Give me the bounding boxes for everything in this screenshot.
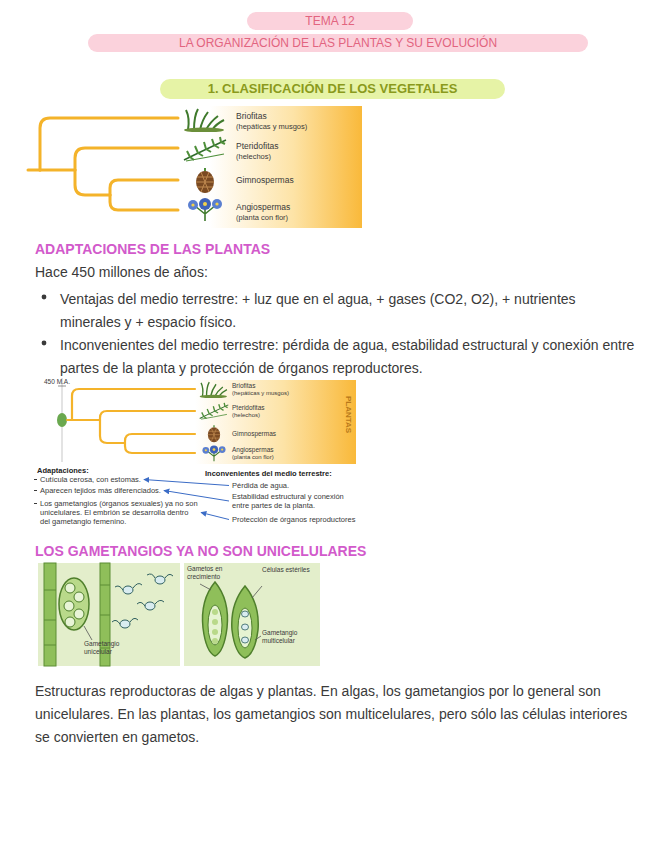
adaptation-item: Los gametangios (órganos sexuales) ya no… — [40, 499, 198, 526]
node-text: Aparecen tejidos más diferenciados. — [40, 486, 161, 495]
body-paragraph: Estructuras reproductoras de algas y pla… — [35, 680, 635, 749]
taxon-name: Gimnospermas — [232, 430, 276, 438]
bullet — [42, 295, 47, 300]
taxon-name: Gimnospermas — [236, 175, 294, 185]
node-text: TEMA 12 — [255, 14, 405, 28]
adaptation-item: Cutícula cerosa, con estomas. — [40, 475, 141, 484]
figure-label: Gametangio unicelular — [84, 640, 132, 656]
adaptation-item: Aparecen tejidos más diferenciados. — [40, 486, 161, 495]
section-pill: 1. CLASIFICACIÓN DE LOS VEGETALES — [160, 79, 505, 99]
node-text: Los gametangios (órganos sexuales) ya no… — [40, 499, 198, 526]
node-text: Pérdida de agua. — [232, 481, 289, 490]
taxon-name: Briofitas — [232, 382, 255, 390]
topic-pill: TEMA 12 — [247, 12, 413, 30]
taxon-name: Briofitas — [236, 111, 267, 121]
node-text: Protección de órganos reproductores — [232, 515, 355, 524]
taxon-note: (helechos) — [236, 152, 271, 161]
node-text: 1. CLASIFICACIÓN DE LOS VEGETALES — [168, 81, 497, 97]
title-pill: LA ORGANIZACIÓN DE LAS PLANTAS Y SU EVOL… — [88, 34, 588, 52]
taxon-note: (planta con flor) — [236, 213, 288, 222]
node-text: LA ORGANIZACIÓN DE LAS PLANTAS Y SU EVOL… — [96, 36, 580, 50]
section-heading: ADAPTACIONES DE LAS PLANTAS — [35, 241, 270, 258]
gametangia-illustration — [38, 563, 320, 666]
drawback-item: Pérdida de agua. — [232, 481, 289, 490]
arrow-connector — [144, 480, 229, 486]
drawback-item: Protección de órganos reproductores — [232, 515, 355, 524]
taxon-note: (hepáticas y musgos) — [232, 390, 289, 397]
list-heading: Adaptaciones: — [37, 466, 89, 475]
time-label: 450 M.A. — [44, 378, 70, 386]
list-heading: Inconvenientes del medio terrestre: — [205, 469, 332, 478]
cladogram-adaptations — [57, 378, 356, 464]
bullet-text: Ventajas del medio terrestre: + luz que … — [60, 288, 635, 334]
section-heading: LOS GAMETANGIOS YA NO SON UNICELULARES — [35, 543, 366, 560]
figure-label: Gametangio multicelular — [262, 629, 316, 645]
node-text: Cutícula cerosa, con estomas. — [40, 475, 141, 484]
arrow-connector — [201, 513, 229, 520]
group-label: PLANTAS — [343, 396, 353, 433]
taxon-name: Pteridofitas — [236, 141, 279, 151]
taxon-name: Angiospermas — [236, 202, 290, 212]
taxon-note: (helechos) — [232, 412, 260, 419]
taxon-note: (planta con flor) — [232, 454, 274, 461]
cladogram — [28, 106, 362, 228]
figure-label: Gametos en crecimiento — [187, 565, 235, 581]
drawback-item: Estabilidad estructural y conexión entre… — [232, 492, 360, 510]
bullet — [42, 341, 47, 346]
bullet-text: Inconvenientes del medio terrestre: pérd… — [60, 334, 635, 380]
node-text: Estabilidad estructural y conexión entre… — [232, 492, 360, 510]
intro-text: Hace 450 millones de años: — [35, 264, 208, 281]
taxon-note: (hepáticas y musgos) — [236, 122, 307, 131]
taxon-name: Pteridofitas — [232, 404, 265, 412]
taxon-name: Angiospermas — [232, 446, 274, 454]
figure-label: Células estériles — [262, 566, 314, 574]
